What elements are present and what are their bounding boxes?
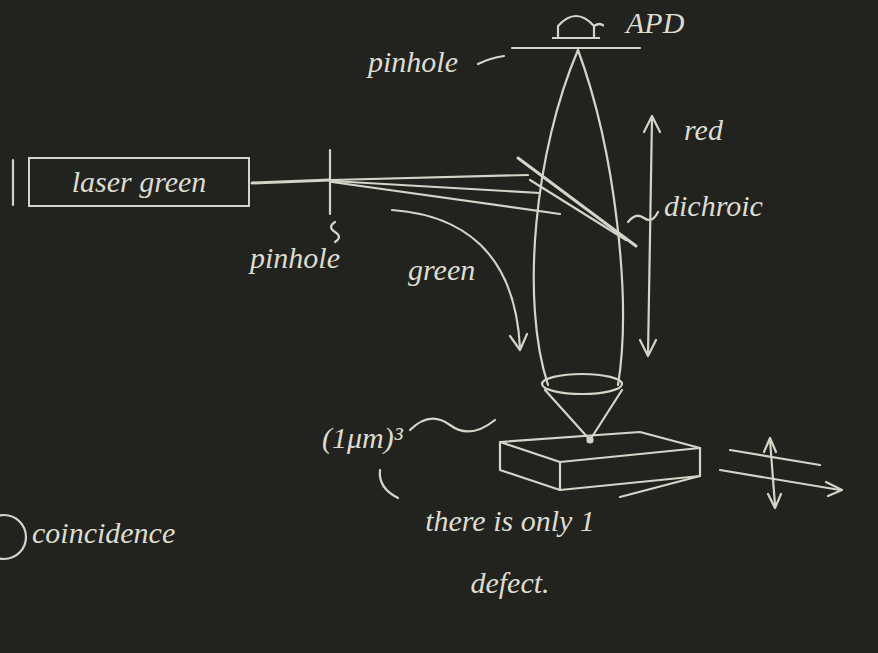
part-label: pinhole bbox=[250, 240, 340, 276]
arrow-head bbox=[768, 494, 781, 508]
dichroic-leader bbox=[628, 212, 658, 222]
signal-label: red bbox=[684, 112, 723, 148]
laser-box: laser green bbox=[28, 157, 250, 207]
green-arrow bbox=[392, 210, 520, 348]
note: there is only 1 defect. bbox=[410, 490, 610, 614]
sample-slab bbox=[620, 476, 700, 497]
sample-slab bbox=[559, 462, 561, 490]
stage-axis bbox=[720, 470, 840, 490]
objective-lens bbox=[542, 374, 622, 394]
detector-symbol bbox=[548, 10, 604, 42]
apd-detector: APD bbox=[548, 10, 604, 42]
beam-cone bbox=[578, 50, 623, 385]
note: coincidence bbox=[32, 515, 175, 551]
dimension: (1μm)³ bbox=[322, 420, 403, 456]
signal-label: green bbox=[408, 252, 475, 288]
beam-ray bbox=[332, 182, 560, 214]
part-label: pinhole bbox=[368, 44, 458, 80]
pinhole-tick bbox=[331, 222, 339, 242]
arrow-head bbox=[640, 340, 656, 356]
pinhole-plate bbox=[512, 47, 640, 49]
arrow-head bbox=[644, 116, 660, 132]
laser-mirror bbox=[12, 160, 14, 205]
arrow-head bbox=[764, 438, 776, 452]
part-label: dichroic bbox=[664, 188, 763, 224]
volume-leader bbox=[410, 419, 495, 432]
bullet-circle bbox=[0, 515, 26, 559]
focus-cone bbox=[545, 390, 622, 440]
laser-beam bbox=[252, 180, 330, 183]
sample-slab bbox=[500, 432, 700, 462]
arrow-head bbox=[510, 334, 527, 350]
box-label: laser green bbox=[72, 165, 207, 199]
pinhole-plate bbox=[329, 150, 331, 214]
detector-label: APD bbox=[626, 6, 684, 40]
red-arrow bbox=[648, 118, 652, 355]
focal-spot bbox=[588, 438, 593, 443]
note-bracket bbox=[380, 470, 398, 498]
beam-ray bbox=[332, 175, 528, 180]
detector-outline bbox=[552, 16, 604, 38]
arrow-head bbox=[826, 482, 842, 496]
pinhole-leader bbox=[478, 56, 504, 64]
beam-cone bbox=[534, 50, 578, 385]
